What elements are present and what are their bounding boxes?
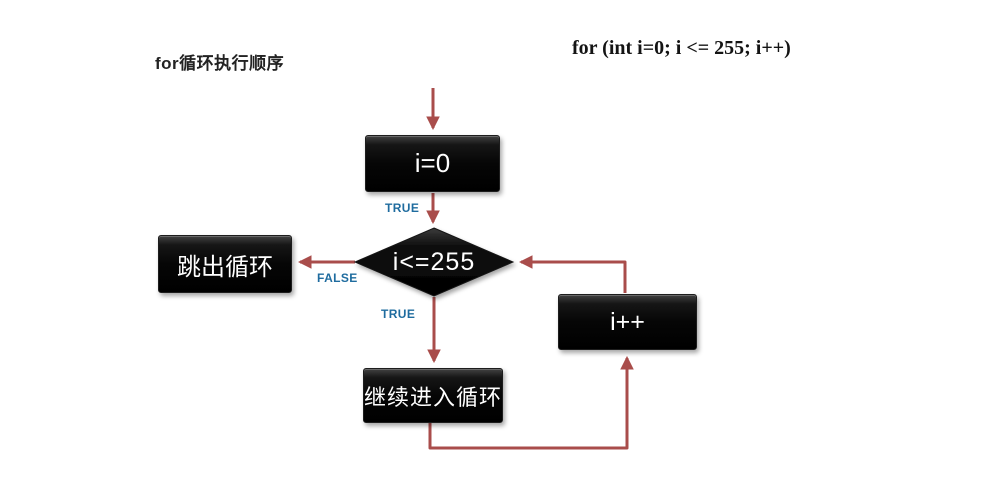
node-continue-loop: 继续进入循环 bbox=[363, 368, 503, 423]
page-title: for循环执行顺序 bbox=[155, 54, 285, 73]
node-init: i=0 bbox=[365, 135, 500, 192]
code-expression: for (int i=0; i <= 255; i++) bbox=[572, 37, 791, 59]
node-increment-label: i++ bbox=[610, 307, 645, 336]
node-condition: i<=255 bbox=[355, 228, 513, 296]
node-continue-loop-label: 继续进入循环 bbox=[364, 384, 503, 410]
node-break-loop-label: 跳出循环 bbox=[177, 253, 273, 281]
decision-diamond-shape bbox=[353, 227, 515, 297]
edge-label-true-bottom: TRUE bbox=[381, 307, 416, 321]
node-condition-label: i<=255 bbox=[392, 247, 476, 276]
edge-increment-to-condition bbox=[518, 255, 627, 293]
node-increment: i++ bbox=[558, 294, 697, 350]
edge-continue-to-increment bbox=[428, 355, 634, 450]
node-init-label: i=0 bbox=[414, 148, 451, 178]
edge-label-true-top: TRUE bbox=[385, 201, 420, 215]
node-break-loop: 跳出循环 bbox=[158, 235, 292, 293]
edge-label-false: FALSE bbox=[317, 271, 358, 285]
